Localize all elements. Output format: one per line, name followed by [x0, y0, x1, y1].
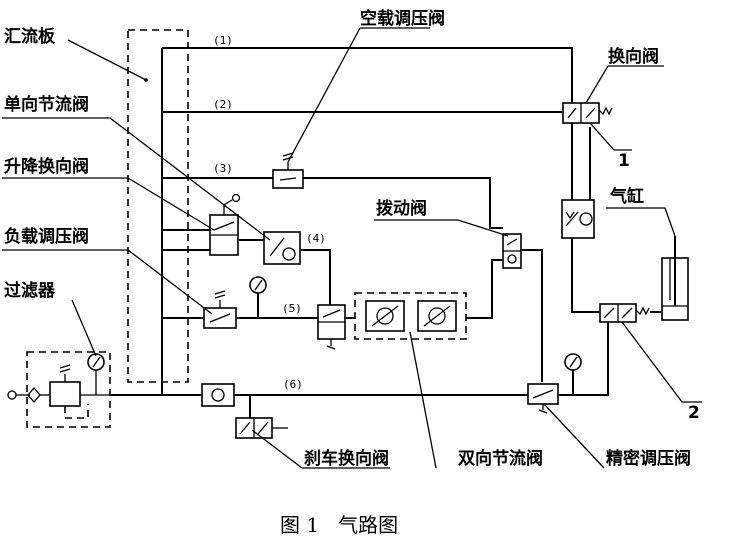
leader-cylinder	[606, 207, 676, 237]
bi-throttle-symbol	[354, 292, 467, 340]
brake-reversing-valve-symbol	[235, 417, 288, 439]
reversing-valve-symbol	[562, 102, 613, 124]
leader-idle-regulator	[287, 27, 430, 163]
leader-precision-regulator	[543, 403, 605, 469]
leader-manifold	[67, 39, 147, 81]
label-precision-regulator: 精密调压阀	[606, 448, 691, 469]
leader-load-regulator	[2, 249, 213, 315]
line-number-5: (5)	[282, 302, 302, 315]
check-valve-symbol	[561, 199, 595, 239]
filter-group-symbol	[7, 351, 111, 428]
label-cylinder: 气缸	[609, 186, 644, 207]
figure-caption: 图 1 气路图	[280, 513, 398, 537]
manifold-plate	[127, 29, 189, 383]
line5-valve-symbol	[317, 304, 346, 350]
label-toggle-valve: 拨动阀	[376, 198, 427, 219]
label-filter: 过滤器	[4, 280, 56, 301]
leader-callout-2	[621, 321, 702, 403]
label-reversing-valve: 换向阀	[608, 46, 659, 67]
line-number-2: (2)	[213, 98, 233, 111]
pressure-gauge-5	[249, 276, 267, 294]
label-bi-throttle: 双向节流阀	[458, 448, 543, 469]
leader-bi-throttle	[409, 331, 437, 469]
line-number-3: (3)	[213, 162, 233, 175]
line-number-1: (1)	[213, 34, 233, 47]
precision-regulator-symbol	[527, 383, 559, 414]
label-one-way-throttle: 单向节流阀	[4, 94, 89, 115]
leader-reversing-valve	[585, 65, 664, 104]
leader-lift-reversing	[2, 177, 215, 231]
pressure-gauge-6	[564, 353, 582, 371]
label-callout-2: 2	[688, 403, 700, 423]
label-manifold: 汇流板	[4, 26, 56, 47]
load-regulator-symbol	[203, 290, 237, 329]
idle-regulator-symbol	[272, 152, 304, 189]
label-lift-reversing: 升降换向阀	[4, 156, 89, 177]
pipe-line-6	[110, 322, 609, 396]
toggle-valve-symbol	[502, 233, 522, 269]
label-brake-reversing: 刹车换向阀	[304, 448, 389, 469]
pipe-line-3	[162, 177, 503, 229]
reversing-valve-2-symbol	[599, 303, 650, 323]
label-callout-1: 1	[618, 151, 630, 171]
one-way-throttle-symbol	[263, 231, 301, 265]
leader-one-way-throttle	[2, 117, 271, 241]
lift-reversing-valve-symbol	[209, 193, 241, 256]
pipe-line-1	[162, 47, 600, 313]
label-load-regulator: 负载调压阀	[4, 226, 89, 247]
label-idle-regulator: 空载调压阀	[360, 8, 445, 29]
cylinder-symbol	[661, 236, 689, 321]
pipe-bithrottle-to-toggle	[466, 259, 503, 319]
leader-filter	[71, 299, 97, 357]
line-number-4: (4)	[306, 232, 326, 245]
pipe-toggle-to-precision	[521, 249, 543, 382]
line6-check-symbol	[201, 383, 235, 407]
leader-brake-reversing	[251, 429, 390, 469]
leader-toggle-valve	[374, 219, 509, 237]
line-number-6: (6)	[283, 378, 303, 391]
leader-callout-1	[589, 122, 632, 151]
pipe-line-4	[300, 249, 331, 305]
